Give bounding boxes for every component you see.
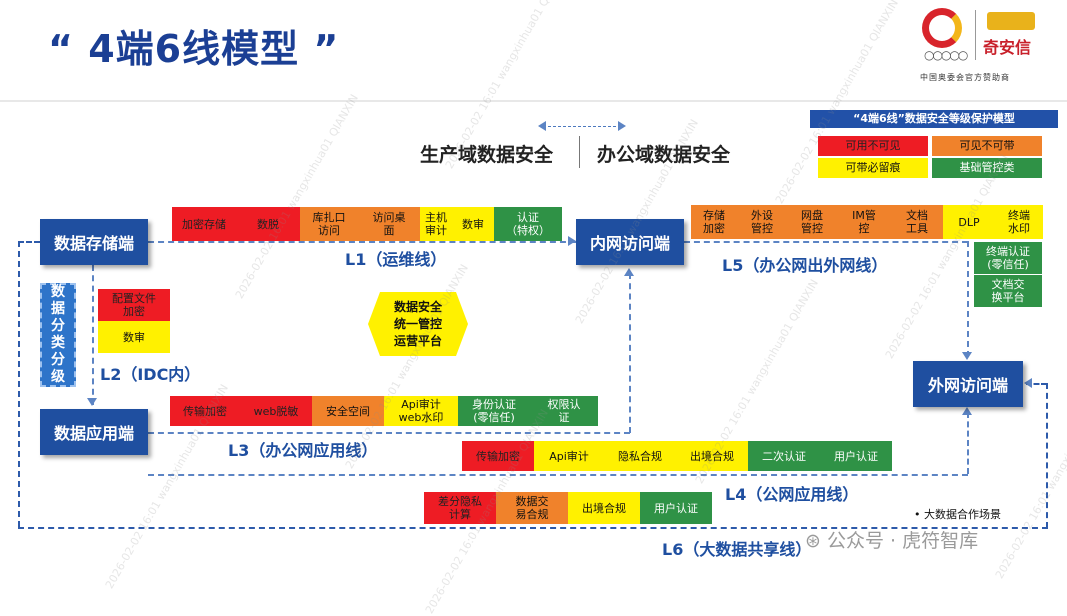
brand-name: 奇安信	[983, 38, 1032, 57]
l1-control: 加密存储	[172, 207, 236, 241]
l5-control: 外设管控	[737, 205, 787, 239]
l5-control: IM管控	[837, 205, 891, 239]
l6-bottom-line	[18, 527, 1048, 529]
l6-control: 差分隐私计算	[424, 492, 496, 524]
l6-label: L6（大数据共享线）	[662, 540, 812, 559]
l3-control: 权限认证	[530, 396, 598, 426]
l2-arrow-icon	[87, 398, 97, 406]
legend-item-green: 基础管控类	[932, 158, 1042, 178]
l1-control: 主机审计	[420, 207, 452, 241]
l6-control: 用户认证	[640, 492, 712, 524]
l4-line	[148, 474, 968, 476]
l6-right-line	[1046, 383, 1048, 528]
l5-control: 终端水印	[995, 205, 1043, 239]
storage-endpoint[interactable]: 数据存储端	[40, 219, 148, 265]
l1-label: L1（运维线）	[345, 250, 447, 269]
l5-side-control: 文档交换平台	[974, 275, 1042, 307]
l5-control: 文档工具	[891, 205, 943, 239]
office-domain-label: 办公域数据安全	[597, 144, 731, 166]
legend-title: “4端6线”数据安全等级保护模型	[810, 110, 1058, 128]
logo-divider	[975, 10, 976, 60]
big-data-scenario-note: • 大数据合作场景	[914, 508, 1001, 521]
l2-control: 配置文件加密	[98, 289, 170, 321]
l6-control: 数据交易合规	[496, 492, 568, 524]
l3-control: web脱敏	[240, 396, 312, 426]
application-endpoint[interactable]: 数据应用端	[40, 409, 148, 455]
l4-control: 出境合规	[676, 441, 748, 471]
domain-divider	[579, 136, 580, 168]
l6-arrow-stub	[1026, 383, 1047, 385]
legend-item-orange: 可见不可带	[932, 136, 1042, 156]
l1-line	[148, 241, 576, 243]
l1-control: 库扎口访问	[300, 207, 358, 241]
l5-control: 网盘管控	[787, 205, 837, 239]
l5-control: DLP	[943, 205, 995, 239]
l4-control: 隐私合规	[604, 441, 676, 471]
olympic-rings-icon: ○○○○○	[924, 48, 968, 62]
l3-control: 身份认证(零信任)	[458, 396, 530, 426]
l5-side-control: 终端认证(零信任)	[974, 242, 1042, 274]
l3-control: 安全空间	[312, 396, 384, 426]
l4-control: 二次认证	[748, 441, 820, 471]
domain-arrow-left-icon	[538, 121, 546, 131]
brand-mark-icon	[987, 12, 1035, 30]
l4-up-line	[967, 412, 969, 474]
l4-control: Api审计	[534, 441, 604, 471]
l1-arrow-icon	[568, 236, 576, 246]
l1-control: 访问桌面	[358, 207, 420, 241]
l4-control: 传输加密	[462, 441, 534, 471]
l1-control: 数审	[452, 207, 494, 241]
legend-item-yellow: 可带必留痕	[818, 158, 928, 178]
l3-arrow-icon	[624, 268, 634, 276]
external-access-endpoint[interactable]: 外网访问端	[913, 361, 1023, 407]
l3-line	[148, 432, 630, 434]
l6-left-line	[18, 241, 20, 527]
l4-arrow-icon	[962, 407, 972, 415]
production-domain-label: 生产域数据安全	[420, 144, 554, 166]
page-title: “ 4端6线模型 ”	[48, 27, 340, 71]
sponsor-caption: 中国奥委会官方赞助商	[920, 73, 1010, 82]
legend-item-red: 可用不可见	[818, 136, 928, 156]
l1-control: 数脱	[236, 207, 300, 241]
security-operations-platform: 数据安全统一管控运营平台	[368, 292, 468, 356]
l4-label: L4（公网应用线）	[725, 485, 859, 504]
wechat-icon: ⊛	[805, 530, 827, 552]
l5-label: L5（办公网出外网线）	[722, 256, 888, 275]
wechat-source: ⊛ 公众号 · 虎符智库	[805, 530, 979, 552]
l3-control: 传输加密	[170, 396, 240, 426]
internal-access-endpoint[interactable]: 内网访问端	[576, 219, 684, 265]
l3-up-line	[629, 273, 631, 433]
domain-arrow-right-icon	[618, 121, 626, 131]
l5-down-line	[967, 241, 969, 357]
l2-label: L2（IDC内）	[100, 365, 201, 384]
domain-arrow	[543, 126, 621, 127]
l4-control: 用户认证	[820, 441, 892, 471]
watermark: 2026-02-02 16:01 wangxinhua01 QIANXIN	[232, 92, 361, 301]
header-divider	[0, 100, 1067, 102]
l3-label: L3（办公网应用线）	[228, 441, 378, 460]
l2-control: 数审	[98, 321, 170, 353]
l6-top-stub	[18, 241, 40, 243]
l6-arrow-icon	[1024, 378, 1032, 388]
l1-control: 认证（特权）	[494, 207, 562, 241]
l5-arrow-icon	[962, 352, 972, 360]
l6-control: 出境合规	[568, 492, 640, 524]
data-classification-box: 数据分类分级	[40, 283, 76, 387]
l5-control: 存储加密	[691, 205, 737, 239]
olympic-emblem-icon	[922, 8, 962, 48]
l2-line	[92, 265, 94, 405]
l5-line	[684, 241, 968, 243]
